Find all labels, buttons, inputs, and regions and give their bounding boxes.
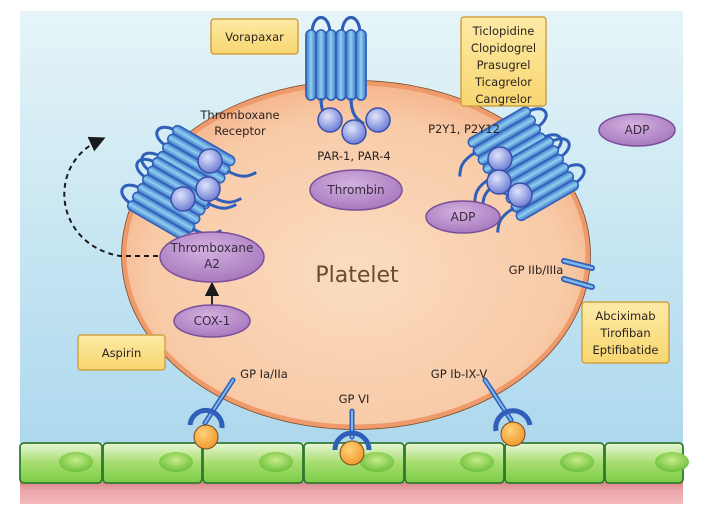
cell-nucleus xyxy=(460,452,494,472)
platelet-title: Platelet xyxy=(315,263,399,288)
par-receptor-label: PAR-1, PAR-4 xyxy=(317,149,390,163)
txa2-label-line2: A2 xyxy=(204,257,220,271)
txa2-label-line1: Thromboxane xyxy=(170,241,254,255)
vwf-ligand xyxy=(500,421,526,447)
g-protein-ball xyxy=(197,148,223,174)
cox1-pill: COX-1 xyxy=(173,304,251,338)
drug-prasugrel: Prasugrel xyxy=(477,58,531,72)
g-protein-ball xyxy=(170,186,196,212)
g-protein-ball xyxy=(487,146,513,172)
drug-box-p2y12-inhibitors: Ticlopidine Clopidogrel Prasugrel Ticagr… xyxy=(460,16,547,107)
endothelium-layer xyxy=(19,442,689,484)
thrombin-pill: Thrombin xyxy=(309,169,403,211)
gp1b-label: GP Ib-IX-V xyxy=(431,367,488,381)
cell-nucleus xyxy=(560,452,594,472)
adp-inside-pill: ADP xyxy=(425,200,501,234)
gp2b3a-label: GP IIb/IIIa xyxy=(509,263,564,277)
gp6-label: GP VI xyxy=(339,392,370,406)
collagen-ligand xyxy=(339,440,365,466)
gp1b-receptor xyxy=(482,377,533,447)
gp1a2a-receptor xyxy=(187,377,236,450)
g-protein-ball xyxy=(317,107,343,133)
drug-ticagrelor: Ticagrelor xyxy=(474,75,532,89)
p2y-receptor-balls xyxy=(486,146,533,208)
drug-box-aspirin: Aspirin xyxy=(77,334,166,371)
cell-nucleus xyxy=(59,452,93,472)
txa2-pill: Thromboxane A2 xyxy=(159,231,265,283)
cell-nucleus xyxy=(360,452,394,472)
g-protein-ball xyxy=(365,107,391,133)
g-protein-ball xyxy=(341,119,367,145)
gp1a2a-label: GP Ia/IIa xyxy=(240,367,288,381)
p2y-receptor-label: P2Y1, P2Y12 xyxy=(428,122,500,136)
g-protein-ball xyxy=(507,182,533,208)
subendothelium-layer xyxy=(20,482,683,504)
thromboxane-receptor-label-line2: Receptor xyxy=(214,124,266,138)
adp-outside-pill: ADP xyxy=(598,113,676,147)
drug-box-gp2b3a-inhibitors: Abciximab Tirofiban Eptifibatide xyxy=(581,301,670,364)
g-protein-ball xyxy=(486,169,512,195)
cox1-label: COX-1 xyxy=(194,314,231,328)
drug-eptifibatide: Eptifibatide xyxy=(593,343,659,357)
drug-abciximab: Abciximab xyxy=(595,309,655,323)
adp-inside-label: ADP xyxy=(451,210,476,224)
collagen-ligand xyxy=(193,424,219,450)
par-receptor-ligand-balls xyxy=(317,107,391,145)
drug-vorapaxar: Vorapaxar xyxy=(225,30,284,44)
cell-nucleus xyxy=(259,452,293,472)
drug-box-vorapaxar: Vorapaxar xyxy=(210,18,299,55)
thromboxane-receptor-balls xyxy=(170,148,223,212)
drug-ticlopidine: Ticlopidine xyxy=(472,24,535,38)
cell-nucleus xyxy=(655,452,689,472)
gp6-receptor xyxy=(332,408,372,466)
drug-tirofiban: Tirofiban xyxy=(599,326,650,340)
feedback-arrow xyxy=(63,136,158,257)
adp-outside-label: ADP xyxy=(625,123,650,137)
drug-cangrelor: Cangrelor xyxy=(475,92,531,106)
thrombin-label: Thrombin xyxy=(326,183,384,197)
drug-aspirin: Aspirin xyxy=(102,346,142,360)
g-protein-ball xyxy=(195,176,221,202)
thromboxane-receptor-label-line1: Thromboxane xyxy=(199,108,279,122)
cell-nucleus xyxy=(159,452,193,472)
gp2b3a-receptor xyxy=(561,258,595,290)
drug-clopidogrel: Clopidogrel xyxy=(471,41,536,55)
